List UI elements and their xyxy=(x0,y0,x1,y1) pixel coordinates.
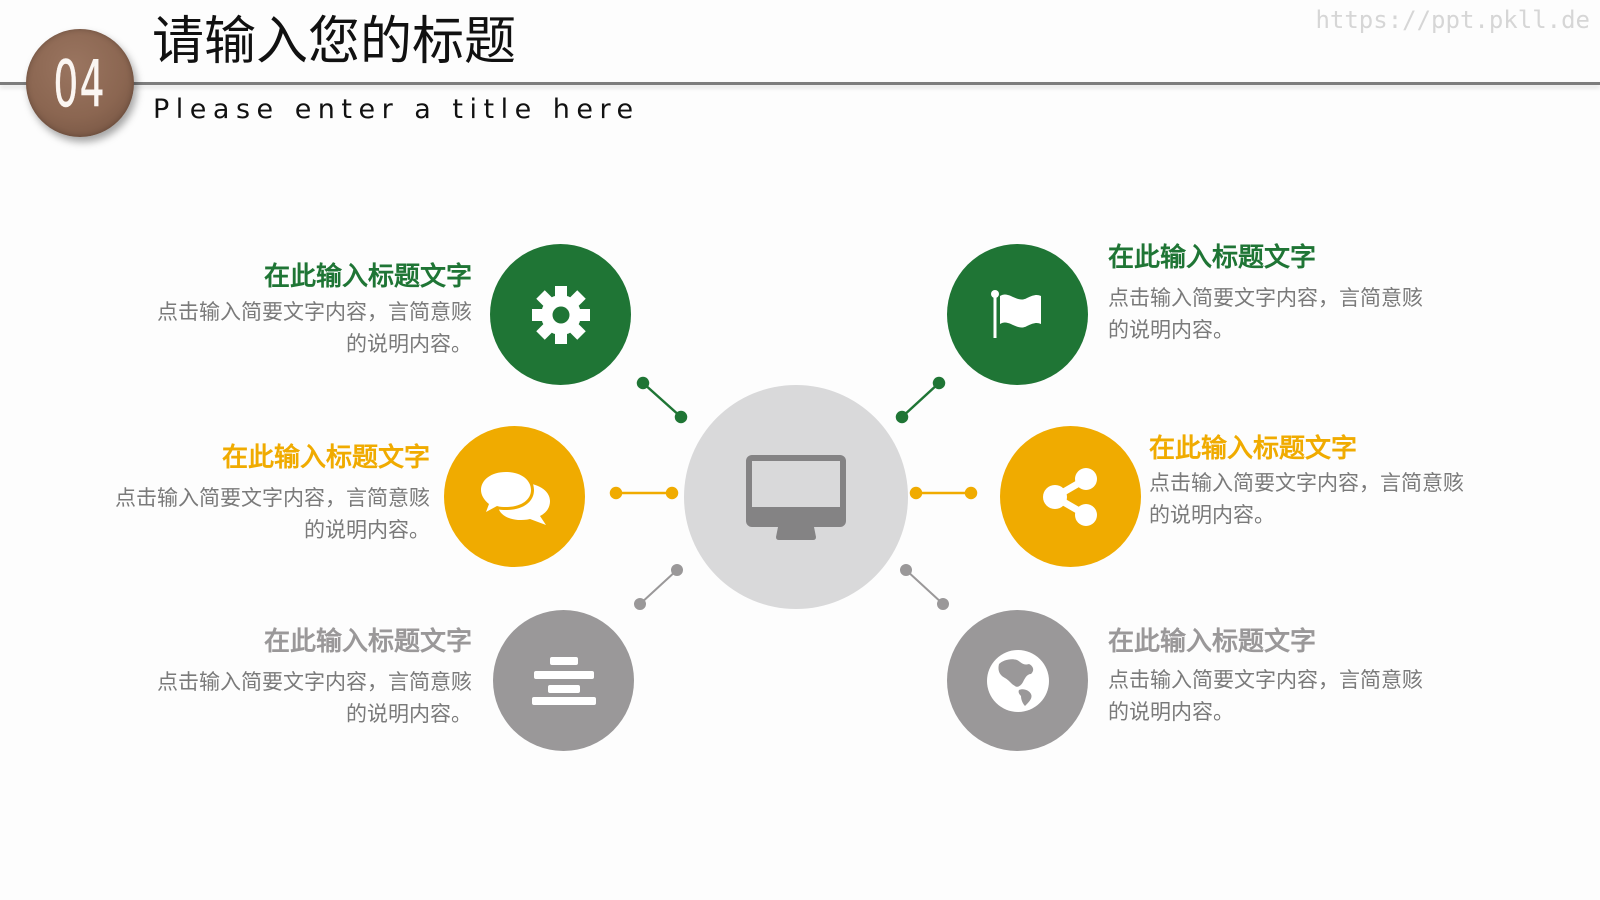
connector-top-left xyxy=(636,376,688,424)
header-divider xyxy=(0,82,1600,85)
connector-bottom-left xyxy=(634,564,683,610)
globe-icon xyxy=(986,649,1049,712)
connector-top-right xyxy=(895,376,946,424)
section-number-badge: 04 xyxy=(26,29,134,137)
page-title[interactable]: 请输入您的标题 xyxy=(152,12,517,72)
desc-line: 的说明内容。 xyxy=(1108,318,1234,342)
item-title-top-left[interactable]: 在此输入标题文字 xyxy=(263,262,472,292)
flag-circle[interactable] xyxy=(947,244,1088,385)
desc-line: 点击输入简要文字内容，言简意赅 xyxy=(115,486,430,510)
desc-line: 的说明内容。 xyxy=(346,332,472,356)
watermark-url: https://ppt.pkll.de xyxy=(1315,6,1590,34)
flag-icon xyxy=(990,289,1041,338)
item-desc-bottom-left[interactable]: 点击输入简要文字内容，言简意赅 的说明内容。 xyxy=(132,666,472,730)
desc-line: 点击输入简要文字内容，言简意赅 xyxy=(1149,471,1464,495)
section-number: 04 xyxy=(53,48,107,122)
item-desc-bottom-right[interactable]: 点击输入简要文字内容，言简意赅 的说明内容。 xyxy=(1108,664,1468,728)
desc-line: 的说明内容。 xyxy=(346,702,472,726)
desc-line: 的说明内容。 xyxy=(304,518,430,542)
chat-bubbles-icon xyxy=(477,468,550,525)
align-circle[interactable] xyxy=(493,610,634,751)
connector-bottom-right xyxy=(900,564,949,610)
globe-circle[interactable] xyxy=(947,610,1088,751)
item-title-middle-left[interactable]: 在此输入标题文字 xyxy=(221,443,430,473)
share-circle[interactable] xyxy=(1000,426,1141,567)
connector-middle-right xyxy=(909,486,978,500)
item-title-top-right[interactable]: 在此输入标题文字 xyxy=(1108,243,1317,273)
desc-line: 点击输入简要文字内容，言简意赅 xyxy=(1108,286,1423,310)
desc-line: 的说明内容。 xyxy=(1149,503,1275,527)
item-title-bottom-left[interactable]: 在此输入标题文字 xyxy=(263,627,472,657)
item-title-bottom-right[interactable]: 在此输入标题文字 xyxy=(1108,627,1317,657)
desc-line: 点击输入简要文字内容，言简意赅 xyxy=(157,670,472,694)
gear-icon xyxy=(531,285,590,344)
item-desc-middle-left[interactable]: 点击输入简要文字内容，言简意赅 的说明内容。 xyxy=(90,482,430,546)
desc-line: 的说明内容。 xyxy=(1108,700,1234,724)
share-icon xyxy=(1042,467,1097,526)
desc-line: 点击输入简要文字内容，言简意赅 xyxy=(1108,668,1423,692)
align-center-icon xyxy=(531,656,596,705)
page-subtitle[interactable]: Please enter a title here xyxy=(153,94,640,125)
center-circle xyxy=(684,385,908,609)
gear-circle[interactable] xyxy=(490,244,631,385)
item-title-middle-right[interactable]: 在此输入标题文字 xyxy=(1149,434,1358,464)
connector-middle-left xyxy=(609,486,679,500)
chat-circle[interactable] xyxy=(444,426,585,567)
item-desc-top-left[interactable]: 点击输入简要文字内容，言简意赅 的说明内容。 xyxy=(132,296,472,360)
item-desc-top-right[interactable]: 点击输入简要文字内容，言简意赅 的说明内容。 xyxy=(1108,282,1468,346)
item-desc-middle-right[interactable]: 点击输入简要文字内容，言简意赅 的说明内容。 xyxy=(1149,467,1509,531)
monitor-icon xyxy=(746,455,846,540)
desc-line: 点击输入简要文字内容，言简意赅 xyxy=(157,300,472,324)
